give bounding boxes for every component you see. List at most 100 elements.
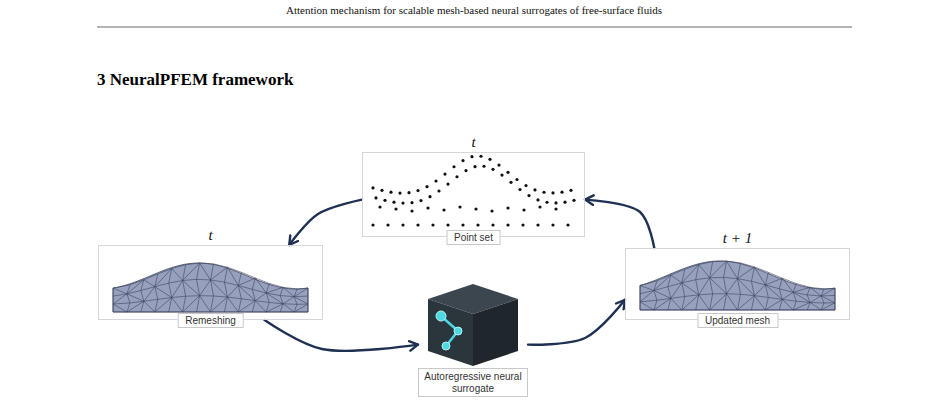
mesh-edge bbox=[227, 297, 241, 299]
mesh-edge bbox=[671, 296, 685, 298]
mesh-edge bbox=[197, 279, 200, 295]
mesh-edge bbox=[699, 265, 710, 278]
time-label: t bbox=[363, 134, 584, 151]
point bbox=[371, 223, 374, 226]
mesh-edge bbox=[169, 298, 172, 312]
mesh-edge bbox=[768, 272, 782, 278]
point bbox=[426, 206, 429, 209]
mesh-edge bbox=[227, 267, 241, 272]
point bbox=[419, 199, 422, 202]
mesh-edge bbox=[294, 297, 308, 304]
point bbox=[566, 223, 569, 226]
remeshing-panel: tRemeshing bbox=[98, 245, 323, 320]
point bbox=[506, 206, 509, 209]
mesh-edge bbox=[713, 261, 727, 263]
mesh-edge bbox=[172, 298, 183, 312]
cycle-arrow bbox=[289, 200, 362, 245]
mesh-edge bbox=[824, 288, 835, 290]
mesh-edge bbox=[200, 296, 211, 312]
point bbox=[524, 184, 527, 187]
point bbox=[470, 155, 473, 158]
point bbox=[461, 159, 464, 162]
panel-label: Point set bbox=[446, 230, 501, 245]
point bbox=[458, 205, 461, 208]
mesh-edge bbox=[158, 298, 172, 300]
mesh-edge bbox=[710, 294, 727, 310]
mesh-edge bbox=[741, 294, 755, 295]
mesh-edge bbox=[294, 304, 308, 312]
point bbox=[509, 181, 512, 184]
point bbox=[416, 223, 419, 226]
mesh-edge bbox=[172, 269, 183, 281]
mesh-edge bbox=[668, 287, 671, 299]
surrogate-block: Autoregressive neural surrogate bbox=[418, 278, 528, 397]
cycle-arrow bbox=[585, 200, 654, 248]
mesh-edge bbox=[779, 278, 782, 289]
mesh-edge bbox=[668, 275, 671, 287]
mesh-edge bbox=[710, 310, 724, 311]
mesh-edge bbox=[699, 278, 710, 295]
point bbox=[437, 189, 440, 192]
cube-left bbox=[428, 299, 473, 366]
mesh-edge bbox=[127, 294, 144, 301]
mesh-edge bbox=[266, 293, 280, 296]
mesh-edge bbox=[169, 283, 172, 297]
mesh-edge bbox=[821, 296, 835, 303]
mesh-edge bbox=[754, 296, 768, 298]
mesh-edge bbox=[211, 297, 228, 312]
mesh-edge bbox=[127, 312, 141, 313]
point bbox=[392, 201, 395, 204]
mesh-edge bbox=[682, 310, 696, 311]
mesh-edge bbox=[668, 310, 682, 311]
point bbox=[536, 198, 539, 201]
mesh-edge bbox=[696, 295, 699, 310]
mesh-edge bbox=[765, 272, 768, 285]
mesh-edge bbox=[183, 296, 200, 312]
mesh-edge bbox=[640, 291, 654, 302]
mesh-edge bbox=[751, 310, 765, 311]
mesh-edge bbox=[266, 304, 283, 312]
remeshing-illustration bbox=[113, 263, 308, 312]
mesh-edge bbox=[724, 277, 738, 278]
mesh-edge bbox=[144, 301, 155, 312]
mesh-edge bbox=[214, 296, 228, 297]
mesh-edge bbox=[710, 261, 727, 278]
block-label: Autoregressive neural surrogate bbox=[418, 368, 528, 397]
mesh-edge bbox=[224, 267, 227, 282]
mesh-edge bbox=[807, 295, 821, 296]
point bbox=[407, 191, 410, 194]
mesh-edge bbox=[640, 286, 641, 294]
mesh-edge bbox=[696, 265, 699, 280]
mesh-edge bbox=[294, 296, 308, 298]
point bbox=[500, 173, 503, 176]
mesh-edge bbox=[671, 275, 682, 283]
fluid-domain bbox=[113, 263, 308, 312]
mesh-edge bbox=[113, 288, 127, 294]
mesh-edge bbox=[155, 287, 172, 298]
mesh-edge bbox=[657, 275, 671, 281]
point bbox=[542, 191, 545, 194]
point bbox=[551, 223, 554, 226]
mesh-edge bbox=[227, 297, 238, 312]
mesh-edge bbox=[238, 301, 255, 312]
mesh-edge bbox=[710, 278, 727, 294]
mesh-edge bbox=[200, 263, 214, 265]
mesh-edge bbox=[640, 310, 654, 311]
mesh-edge bbox=[186, 263, 200, 265]
mesh-edge bbox=[255, 301, 266, 312]
mesh-edge bbox=[141, 301, 144, 312]
mesh-edge bbox=[668, 298, 671, 310]
point bbox=[506, 171, 509, 174]
point bbox=[554, 207, 557, 210]
mesh-edge bbox=[297, 304, 308, 305]
mesh-edge bbox=[172, 296, 186, 297]
header-rule bbox=[97, 27, 852, 28]
mesh-edge bbox=[835, 288, 836, 295]
point bbox=[522, 208, 525, 211]
updated-mesh-panel: t + 1Updated mesh bbox=[625, 248, 850, 320]
mesh-edge bbox=[214, 264, 228, 267]
running-header: Attention mechanism for scalable mesh-ba… bbox=[0, 4, 948, 16]
mesh-edge bbox=[141, 291, 144, 302]
point bbox=[536, 223, 539, 226]
mesh-edge bbox=[738, 267, 755, 279]
